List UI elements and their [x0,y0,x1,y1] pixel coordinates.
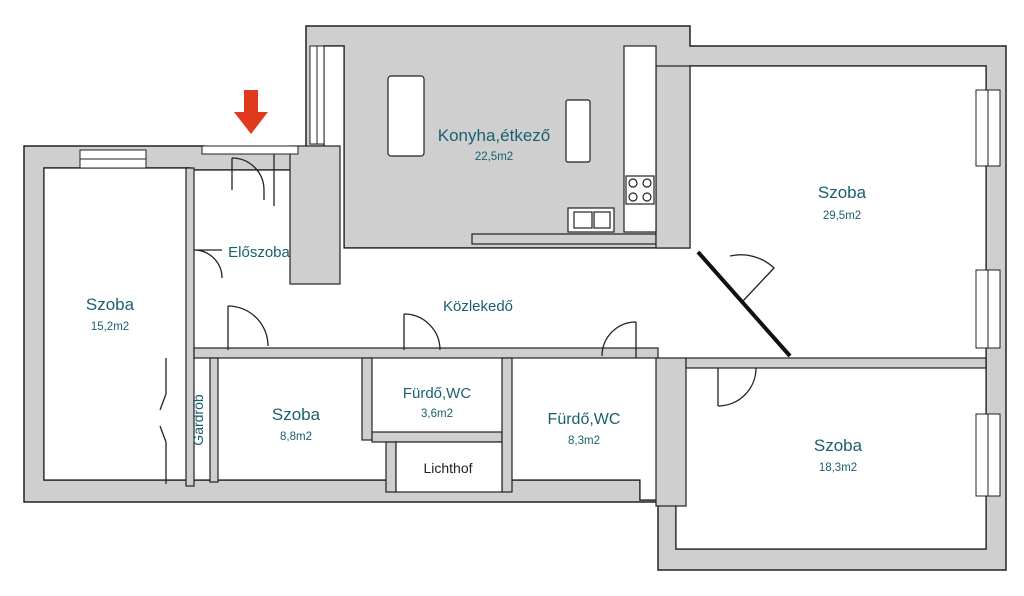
wardrobe-name: Gardrób [190,394,206,446]
room-small-name: Szoba [272,405,321,424]
lichthof-frame [395,441,503,493]
corridor-name: Közlekedő [443,298,513,315]
kitchen-area: 22,5m2 [475,151,513,163]
kitchen-fixtures [387,45,657,233]
hall-name: Előszoba [228,244,290,261]
room-large-right-name: Szoba [818,183,867,202]
bath-small-area: 3,6m2 [421,408,453,420]
bath-large-name: Fürdő,WC [548,411,621,428]
room-bottom-right-name: Szoba [814,436,863,455]
interior-walls [185,65,987,507]
doors [159,154,775,484]
room-left-area: 15,2m2 [91,321,129,333]
kitchen-name: Konyha,étkező [438,126,550,145]
room-bottom-right-area: 18,3m2 [819,462,857,474]
entrance-arrow-icon [234,90,268,134]
diagonal-door-wall [696,250,792,358]
room-large-right-area: 29,5m2 [823,210,861,222]
windows [79,45,1001,497]
light-well-name: Lichthof [423,460,472,476]
room-left-name: Szoba [86,295,135,314]
bath-small-name: Fürdő,WC [403,385,472,402]
room-small-area: 8,8m2 [280,431,312,443]
bath-large-area: 8,3m2 [568,435,600,447]
